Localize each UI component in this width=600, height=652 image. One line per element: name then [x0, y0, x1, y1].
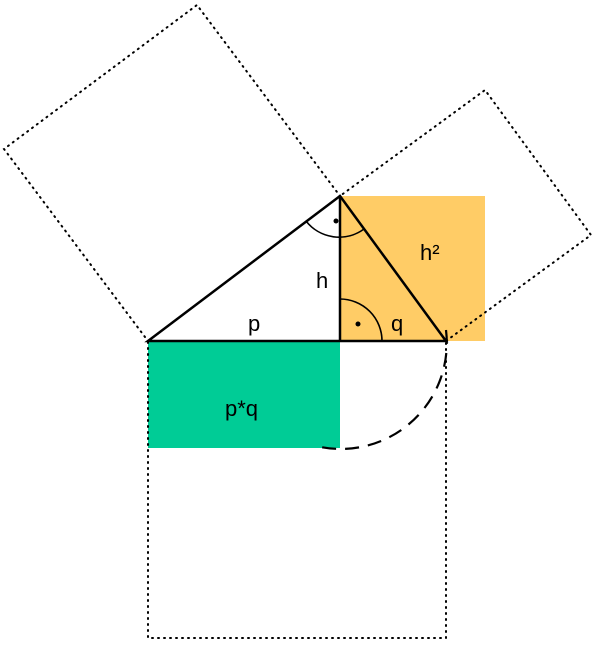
right-angle-arc-top [305, 220, 365, 238]
label-p-times-q: p*q [225, 396, 258, 421]
right-angle-arc-foot [339, 298, 383, 342]
dashed-arc [315, 329, 448, 451]
right-angle-dot-top [333, 218, 339, 224]
label-h-squared: h² [420, 240, 440, 265]
label-q: q [391, 311, 403, 336]
pq-rectangle [148, 341, 340, 448]
square-on-left-leg [2, 3, 342, 343]
right-angle-dot-foot [355, 321, 361, 327]
label-h: h [316, 268, 328, 293]
h-square [340, 196, 485, 341]
label-p: p [248, 311, 260, 336]
right-triangle [144, 194, 449, 343]
